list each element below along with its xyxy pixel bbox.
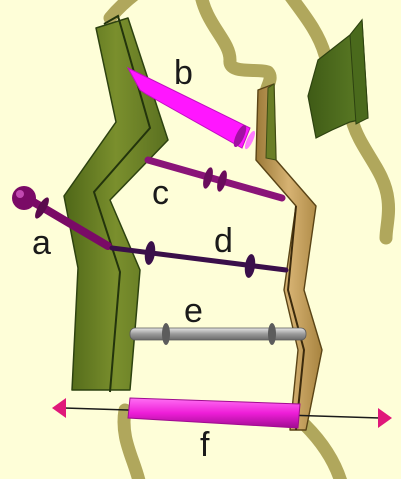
strand-right xyxy=(255,83,323,431)
loop-top-right xyxy=(285,0,332,62)
loop-bottom-right xyxy=(298,418,347,479)
bond-c xyxy=(144,156,286,202)
loop-coils xyxy=(103,0,396,479)
loop-top-left xyxy=(103,0,139,25)
label-f: f xyxy=(200,426,210,464)
label-b: b xyxy=(174,54,193,92)
bond-f xyxy=(127,397,301,429)
bond-d xyxy=(109,241,289,278)
strand-top-right xyxy=(307,18,369,139)
bond-b xyxy=(126,66,256,150)
loop-bottom-left xyxy=(117,403,146,479)
label-d: d xyxy=(214,222,233,260)
loop-right xyxy=(345,113,396,245)
bond-e xyxy=(129,323,307,345)
bond-a xyxy=(12,186,112,250)
label-a: a xyxy=(32,224,51,262)
label-c: c xyxy=(152,174,169,212)
label-e: e xyxy=(184,292,203,330)
loop-top-center xyxy=(195,0,277,102)
